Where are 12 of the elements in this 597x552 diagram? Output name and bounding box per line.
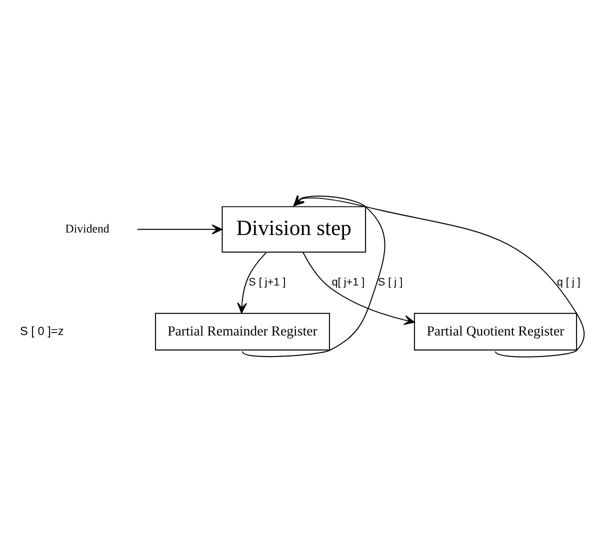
node-box: Partial Remainder Register xyxy=(155,312,330,350)
arrow xyxy=(136,224,223,234)
node-box: Division step xyxy=(222,206,366,252)
edge-label: q [ j ] xyxy=(556,276,580,288)
label: S [ 0 ]=z xyxy=(20,323,64,338)
node-text: Dividend xyxy=(65,220,110,235)
edge-label: S [ j+1 ] xyxy=(248,276,286,288)
node-box: Partial Quotient Register xyxy=(414,312,578,350)
edge-label: S [ j ] xyxy=(378,276,403,288)
arrow xyxy=(237,252,267,313)
edge-label: q[ j+1 ] xyxy=(332,276,365,288)
arrow xyxy=(302,251,415,324)
